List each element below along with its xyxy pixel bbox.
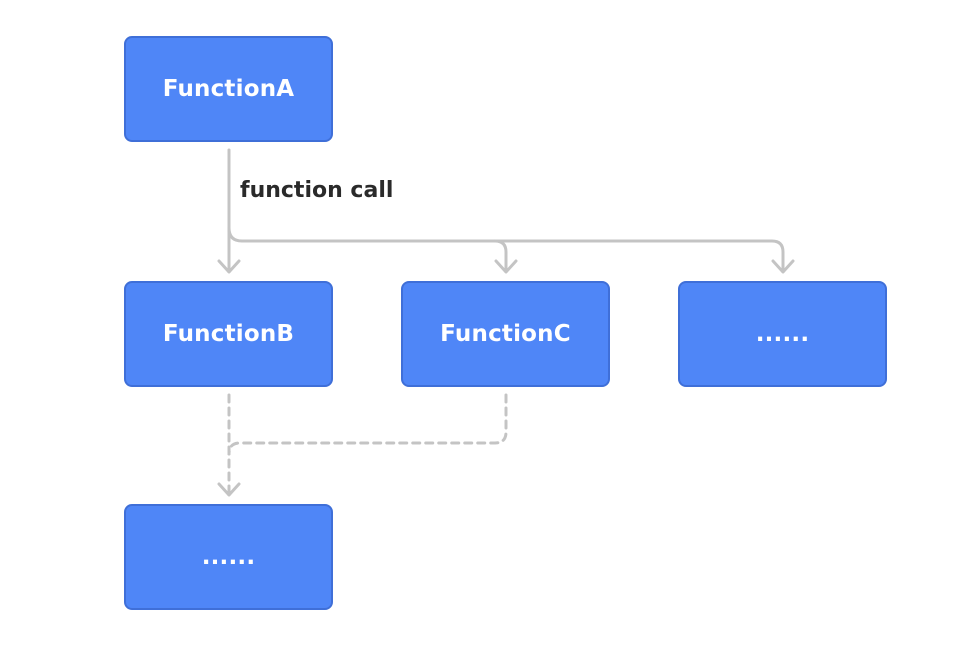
node-function-c: FunctionC <box>401 281 610 387</box>
node-more-callees: ...... <box>124 504 333 610</box>
edge-label-function-call: function call <box>240 178 394 203</box>
node-function-a: FunctionA <box>124 36 333 142</box>
connector-a-to-c <box>227 226 508 273</box>
node-more-callees-label: ...... <box>201 544 256 570</box>
connector-a-to-d <box>493 239 785 273</box>
node-more-functions-label: ...... <box>755 321 810 347</box>
arrowhead-to-e <box>217 482 241 497</box>
node-function-c-label: FunctionC <box>440 321 571 347</box>
arrowhead-to-c <box>494 259 518 274</box>
node-function-b-label: FunctionB <box>162 321 295 347</box>
dashed-connector-c-to-e <box>227 393 508 456</box>
node-function-b: FunctionB <box>124 281 333 387</box>
arrowhead-to-b <box>217 259 241 274</box>
node-function-a-label: FunctionA <box>162 76 295 102</box>
node-more-functions: ...... <box>678 281 887 387</box>
arrowhead-to-d <box>771 259 795 274</box>
